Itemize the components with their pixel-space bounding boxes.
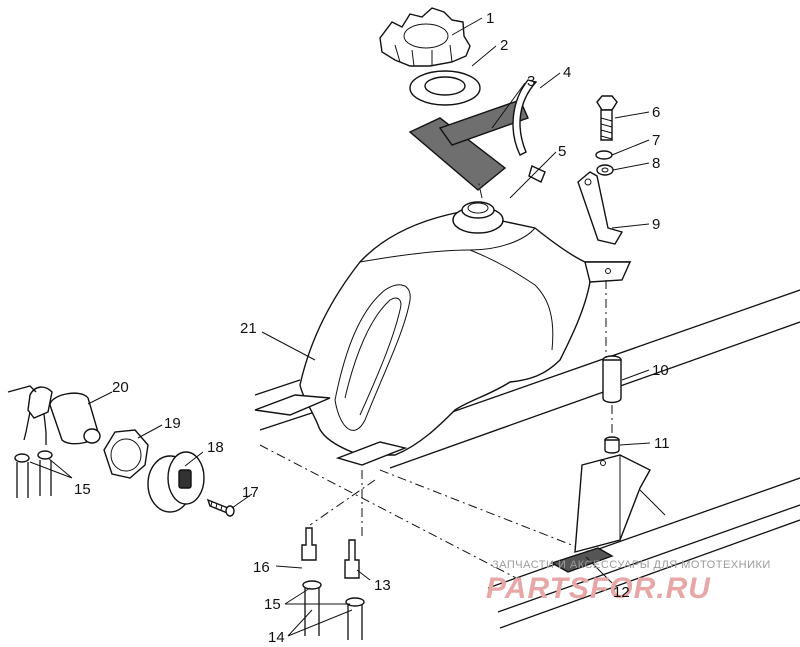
callout-12: 12 [613, 584, 630, 601]
fuel-pump [7, 385, 101, 445]
callout-10: 10 [652, 362, 669, 379]
bushing [604, 436, 620, 454]
callout-labels: 1 2 3 4 5 6 7 8 9 10 11 12 13 14 15 15 1… [74, 10, 670, 646]
gasket [409, 70, 481, 106]
callout-2: 2 [500, 37, 508, 54]
plate [550, 547, 614, 573]
frame-bracket [574, 454, 651, 553]
callout-18: 18 [207, 439, 224, 456]
fuel-cap [379, 7, 471, 67]
callout-3: 3 [527, 73, 535, 90]
centerlines [309, 179, 613, 540]
callout-6: 6 [652, 104, 660, 121]
frame-rail [254, 289, 800, 629]
callout-1: 1 [486, 10, 494, 27]
lock-washer [595, 150, 613, 160]
callout-4: 4 [563, 64, 571, 81]
callout-8: 8 [652, 155, 660, 172]
hose-clamp [14, 450, 53, 463]
hose-fitting [301, 527, 317, 561]
bolt [596, 95, 618, 141]
fuel-tank [254, 201, 632, 466]
fuel-valve [147, 451, 205, 513]
callout-17: 17 [242, 484, 259, 501]
vent-hose [512, 79, 546, 183]
hose-clamp [302, 580, 365, 607]
watermark-tagline: ЗАПЧАСТИ И АКСЕССУАРЫ ДЛЯ МОТОТЕХНИКИ [492, 559, 771, 571]
foam-pad [408, 99, 529, 191]
callout-5: 5 [558, 143, 566, 160]
flat-washer [596, 164, 614, 176]
callout-15-lower: 15 [264, 596, 281, 613]
nut [103, 429, 149, 479]
fuel-hose [304, 588, 363, 640]
hose-fitting [344, 539, 360, 579]
mounting-bracket [577, 171, 624, 245]
callout-11: 11 [654, 435, 670, 452]
callout-16: 16 [253, 559, 270, 576]
callout-7: 7 [652, 132, 660, 149]
callout-14: 14 [268, 629, 285, 646]
callout-20: 20 [112, 379, 129, 396]
watermark-brand: PARTSFOR.RU [486, 572, 711, 605]
callout-9: 9 [652, 216, 660, 233]
callout-19: 19 [164, 415, 181, 432]
leader-lines [29, 17, 651, 637]
watermark: ЗАПЧАСТИ И АКСЕССУАРЫ ДЛЯ МОТОТЕХНИКИ PA… [486, 559, 771, 605]
callout-15-pump: 15 [74, 481, 91, 498]
screw [206, 498, 235, 517]
callout-21: 21 [240, 320, 257, 337]
fuel-hose [16, 460, 52, 498]
spacer [602, 355, 622, 404]
callout-13: 13 [374, 577, 391, 594]
